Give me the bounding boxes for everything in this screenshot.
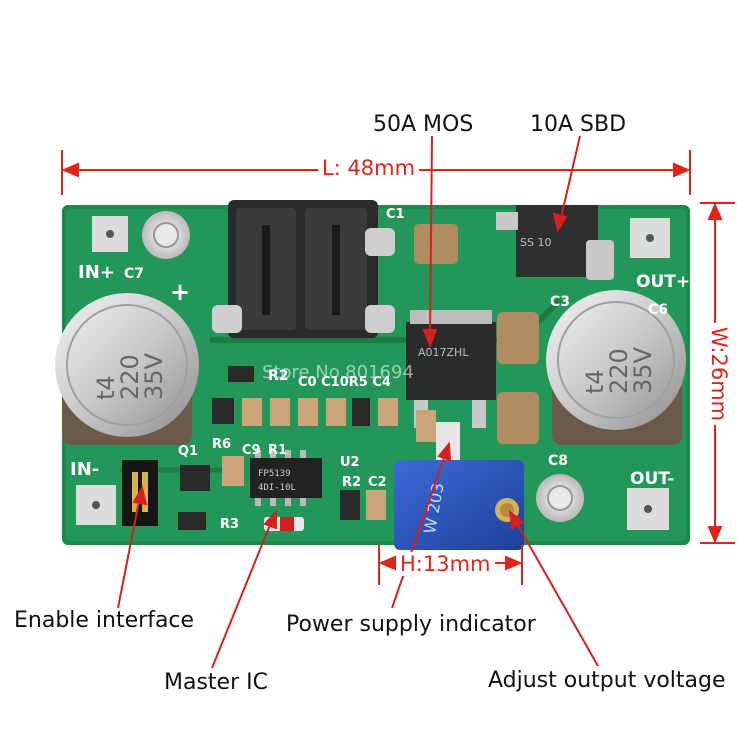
svg-text:t4: t4 xyxy=(581,369,609,394)
silk-r1: R1 xyxy=(268,443,287,458)
silk-row: C0 C10R5 C4 xyxy=(298,375,391,390)
silk-r3: R3 xyxy=(220,517,239,532)
cap-right-marking: t4 220 35V xyxy=(581,346,657,394)
dimension-height: H:13mm xyxy=(396,552,495,576)
silk-in-minus: IN- xyxy=(70,459,99,480)
label-adjust-voltage: Adjust output voltage xyxy=(488,668,726,693)
silk-r2b: R2 xyxy=(342,475,361,490)
dimension-width: W:26mm xyxy=(707,322,732,426)
schottky-diode xyxy=(496,205,614,280)
silk-out-minus: OUT- xyxy=(630,469,674,489)
mos-marking: A017ZHL xyxy=(418,346,469,359)
dimension-length: L: 48mm xyxy=(318,156,420,180)
svg-text:35V: 35V xyxy=(629,346,657,394)
watermark: Store No.801694 xyxy=(262,362,414,383)
master-ic xyxy=(250,450,322,506)
silk-c7: C7 xyxy=(124,266,144,282)
svg-text:t4: t4 xyxy=(92,375,120,400)
silk-out-plus: OUT+ xyxy=(636,272,690,292)
inductor xyxy=(212,200,395,338)
smd-row xyxy=(212,366,398,426)
ic-marking-1: FP5139 xyxy=(258,469,291,479)
cap-left-marking: t4 220 35V xyxy=(92,352,168,400)
pointer-lines xyxy=(117,135,599,669)
label-enable-interface: Enable interface xyxy=(14,608,195,633)
capacitor-right xyxy=(546,290,686,445)
silk-u2: U2 xyxy=(340,455,360,470)
label-master-ic: Master IC xyxy=(164,670,268,695)
silk-c6: C6 xyxy=(648,302,668,318)
svg-text:220: 220 xyxy=(605,348,633,394)
silk-plus-left: + xyxy=(170,278,190,306)
sbd-marking: SS 10 xyxy=(520,236,551,249)
label-mos: 50A MOS xyxy=(373,112,474,137)
label-sbd: 10A SBD xyxy=(530,112,627,137)
silk-c2: C2 xyxy=(368,475,387,490)
silk-r6: R6 xyxy=(212,437,231,452)
capacitor-left xyxy=(55,293,199,445)
silk-r2: R2 xyxy=(268,368,289,384)
svg-text:35V: 35V xyxy=(140,352,168,400)
silk-q1: Q1 xyxy=(178,444,198,459)
silk-c3: C3 xyxy=(550,294,570,310)
silk-c9: C9 xyxy=(242,443,261,458)
ic-marking-2: 4DI-10L xyxy=(258,483,296,493)
silk-in-plus: IN+ xyxy=(78,262,115,283)
label-power-indicator: Power supply indicator xyxy=(286,612,536,637)
svg-text:220: 220 xyxy=(116,354,144,400)
silk-c8: C8 xyxy=(548,453,568,469)
potentiometer xyxy=(394,460,524,550)
silk-c1: C1 xyxy=(386,207,405,222)
